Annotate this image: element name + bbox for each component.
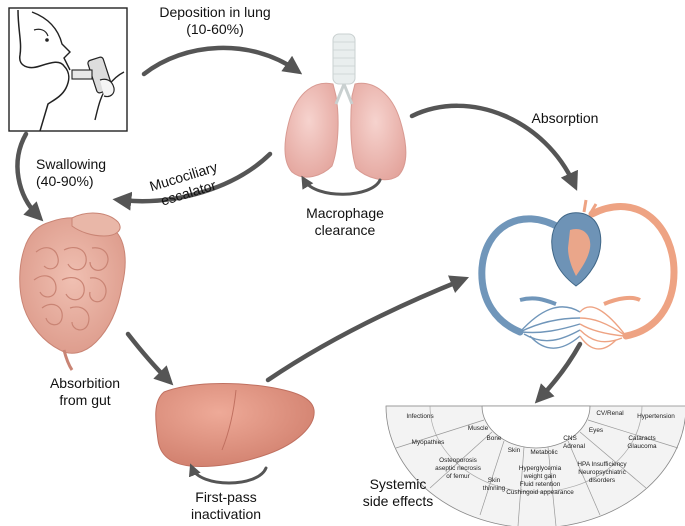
se-eyes: Eyes	[589, 427, 603, 434]
label-absorption-gut: Absorbition from gut	[49, 375, 121, 408]
side-effects-wheel: Infections Muscle Myopathies Bone Skin M…	[385, 405, 685, 526]
se-skin: Skin	[508, 447, 521, 454]
liver-illustration	[155, 383, 315, 467]
se-neuropsychiatric: Neuropsychiatric	[578, 469, 626, 476]
circulation-illustration	[478, 199, 678, 350]
arrow-swallowing	[15, 131, 44, 222]
arrow-gut-to-liver	[125, 331, 174, 386]
inhaler-person-illustration	[8, 7, 128, 132]
arrows	[15, 45, 583, 404]
label-first-pass: First-pass inactivation	[190, 489, 262, 522]
arrow-mucociliary	[112, 151, 273, 211]
label-swallowing: Swallowing (40-90%)	[36, 156, 107, 189]
se-glaucoma: Glaucoma	[627, 443, 657, 450]
se-weight-gain: weight gain	[523, 473, 557, 480]
cycle-arrows	[188, 175, 382, 485]
artery-loop	[588, 203, 678, 340]
right-lung	[350, 82, 407, 181]
macrophage-cycle-arrow	[301, 175, 382, 196]
first-pass-cycle-arrow	[188, 463, 268, 485]
se-muscle: Muscle	[468, 425, 489, 432]
label-macrophage: Macrophage clearance	[306, 205, 384, 238]
se-of-femur: of femur	[446, 473, 470, 480]
arrow-absorption-lung	[409, 103, 578, 191]
label-systemic: Systemic side effects	[362, 476, 434, 509]
se-adrenal: Adrenal	[563, 443, 585, 450]
intestines-illustration	[19, 212, 126, 371]
se-aseptic-necrosis: aseptic necrosis	[435, 465, 481, 472]
arrow-liver-to-circulation	[265, 275, 470, 383]
vein-loop	[478, 215, 564, 336]
se-cns: CNS	[563, 435, 577, 442]
se-hpa-insufficiency: HPA Insufficiency	[577, 461, 627, 468]
se-osteoporosis: Osteoporosis	[439, 457, 477, 464]
arrow-to-side-effects	[534, 341, 583, 404]
se-hypertension: Hypertension	[637, 413, 675, 420]
se-skin-thinning-1: Skin	[488, 477, 501, 484]
se-skin-thinning-2: thinning	[483, 485, 506, 492]
se-cataracts: Cataracts	[628, 435, 655, 442]
label-absorption: Absorption	[531, 110, 599, 126]
trachea	[332, 33, 356, 85]
left-lung	[284, 82, 339, 178]
se-cv-renal: CV/Renal	[596, 410, 623, 417]
se-metabolic: Metabolic	[530, 449, 558, 456]
se-bone: Bone	[487, 435, 502, 442]
se-hyperglycemia: Hyperglycemia	[519, 465, 562, 472]
arrow-deposition	[141, 45, 303, 77]
se-cushingoid: Cushingoid appearance	[506, 489, 574, 496]
se-disorders: disorders	[589, 477, 615, 484]
label-deposition: Deposition in lung (10-60%)	[159, 4, 271, 37]
se-myopathies: Myopathies	[412, 439, 445, 446]
lungs-illustration	[284, 33, 407, 181]
se-fluid-retention: Fluid retention	[520, 481, 561, 488]
se-infections: Infections	[406, 413, 433, 420]
